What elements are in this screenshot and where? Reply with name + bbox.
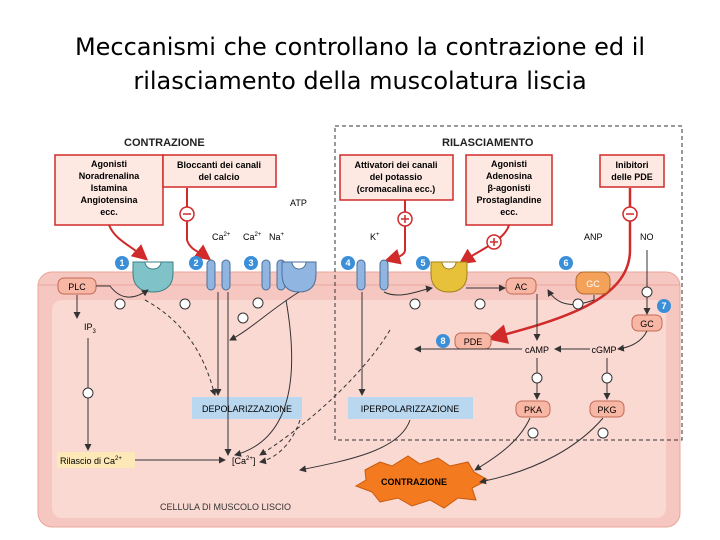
calcium-blockers-line-2: del calcio: [198, 172, 240, 182]
arrow-inhibitors-pde: [487, 188, 632, 344]
label-plc: PLC: [68, 282, 86, 292]
badge-4: 4: [345, 258, 350, 268]
section-relaxation: RILASCIAMENTO: [442, 137, 534, 149]
label-pkg: PKG: [597, 405, 616, 415]
label-atp: ATP: [290, 198, 307, 208]
cell-label: CELLULA DI MUSCOLO LISCIO: [160, 502, 291, 512]
label-ac: AC: [515, 282, 528, 292]
label-pka: PKA: [524, 405, 542, 415]
gc-receptor: [575, 271, 611, 295]
depolarization-box: [192, 397, 302, 419]
label-depolarization: DEPOLARIZZAZIONE: [202, 404, 292, 414]
label-ca-channel: Ca2+: [212, 232, 231, 242]
label-cgmp: cGMP: [591, 345, 616, 355]
pathway-arrows: [73, 250, 651, 485]
agonists-line-5: ecc.: [100, 207, 118, 217]
contraction-burst: [354, 455, 490, 509]
label-gc-1: GC: [586, 279, 600, 289]
badge-1: 1: [119, 258, 124, 268]
label-ca-conc: [Ca2+]: [232, 456, 255, 466]
relax-agonists-line-5: ecc.: [500, 207, 518, 217]
calcium-channel: [206, 259, 231, 291]
badge-5: 5: [420, 258, 425, 268]
relax-agonists-line-4: Prostaglandine: [476, 195, 541, 205]
badge-8: 8: [440, 336, 445, 346]
label-ip3: IP3: [84, 322, 97, 335]
badge-2: 2: [193, 258, 198, 268]
ac-box: [505, 277, 537, 295]
arrow-blockers-channel: [186, 188, 212, 261]
minus-symbol: [179, 206, 638, 222]
badge-7: 7: [661, 301, 666, 311]
slide-title-line-1: Meccanismi che controllano la contrazion…: [74, 33, 646, 61]
label-contraction: CONTRAZIONE: [381, 477, 447, 487]
label-hyperpolarization: IPERPOLARIZZAZIONE: [361, 404, 460, 414]
pde-inhibitors-box: Inibitori delle PDE: [599, 154, 665, 188]
number-badges: 1 2 3 4 5 6 7 8: [115, 256, 671, 348]
section-contraction: CONTRAZIONE: [124, 137, 205, 149]
potassium-activators-line-3: (cromacalina ecc.): [357, 184, 436, 194]
label-anp: ANP: [584, 232, 603, 242]
label-na: Na+: [269, 232, 285, 242]
potassium-activators-line-2: del potassio: [370, 172, 423, 182]
label-pde: PDE: [464, 337, 483, 347]
relax-agonists-line-2: Adenosina: [486, 171, 533, 181]
agonists-line-4: Angiotensina: [80, 195, 138, 205]
pde-inhibitors-line-2: delle PDE: [611, 172, 653, 182]
receptor-1: [132, 261, 174, 293]
badge-3: 3: [248, 258, 253, 268]
label-camp: cAMP: [525, 345, 549, 355]
arrow-agonists-receptor5: [458, 224, 510, 265]
receptor-5: [430, 261, 468, 293]
arrow-agonists-receptor: [108, 224, 149, 261]
pde-inhibitors-line-1: Inibitori: [616, 160, 649, 170]
label-no: NO: [640, 232, 654, 242]
potassium-activators-box: Attivatori dei canali del potassio (crom…: [339, 154, 454, 201]
relax-agonists-line-1: Agonisti: [491, 159, 527, 169]
arrow-activators-channel: [384, 200, 406, 265]
badge-6: 6: [563, 258, 568, 268]
agonists-line-2: Noradrenalina: [79, 171, 141, 181]
agonists-line-3: Istamina: [91, 183, 129, 193]
pkg-box: [589, 400, 625, 418]
slide-title-line-2: rilasciamento della muscolatura liscia: [133, 67, 587, 95]
label-k: K+: [370, 232, 380, 242]
pathway-markers: [82, 286, 653, 439]
relaxation-region: [334, 125, 683, 441]
calcium-blockers-box: Bloccanti dei canali del calcio: [162, 154, 277, 188]
atp-receptor: [281, 261, 317, 293]
calcium-release-box: [57, 452, 135, 468]
relax-agonists-box: Agonisti Adenosina β-agonisti Prostaglan…: [465, 154, 553, 226]
hyperpolarization-box: [348, 397, 473, 419]
label-ca-release: Rilascio di Ca2+: [60, 456, 122, 466]
pathway-dashed: [144, 299, 391, 465]
label-ca-na: Ca2+: [243, 232, 262, 242]
label-gc-2: GC: [640, 319, 654, 329]
calcium-blockers-line-1: Bloccanti dei canali: [177, 160, 261, 170]
potassium-channel: [356, 259, 389, 291]
pka-box: [515, 400, 551, 418]
agonists-line-1: Agonisti: [91, 159, 127, 169]
agonists-box: Agonisti Noradrenalina Istamina Angioten…: [54, 154, 164, 226]
relax-agonists-line-3: β-agonisti: [488, 183, 531, 193]
potassium-activators-line-1: Attivatori dei canali: [354, 160, 437, 170]
slide-title: Meccanismi che controllano la contrazion…: [0, 30, 720, 98]
plus-symbol: [397, 211, 502, 250]
